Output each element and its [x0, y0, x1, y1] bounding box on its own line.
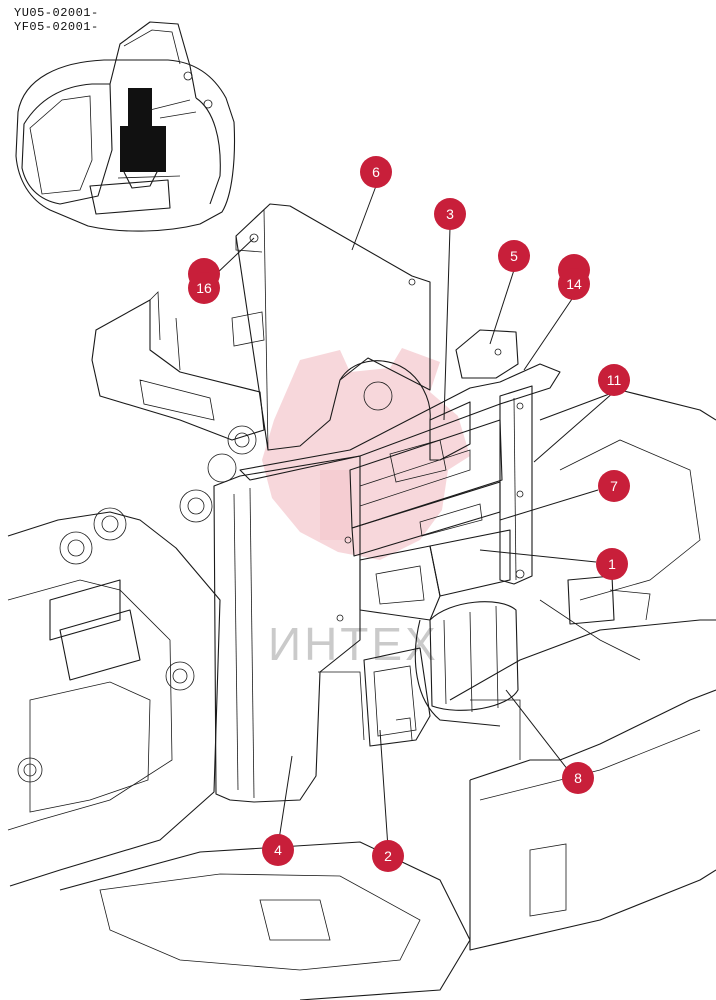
svg-text:6: 6 [372, 164, 380, 180]
main-frame-drawing [7, 291, 716, 1000]
callout-2: 2 [372, 840, 404, 872]
svg-text:5: 5 [510, 248, 518, 264]
callout-14: 14 [558, 254, 590, 300]
svg-text:1: 1 [608, 556, 616, 572]
svg-text:14: 14 [566, 276, 582, 292]
callout-7: 7 [598, 470, 630, 502]
callout-3: 3 [434, 198, 466, 230]
cab-inset-drawing [15, 21, 236, 232]
svg-text:11: 11 [607, 372, 622, 388]
leader-lines [213, 185, 615, 849]
svg-text:3: 3 [446, 206, 454, 222]
callout-4: 4 [262, 834, 294, 866]
watermark-text: ИНТЕХ [268, 618, 439, 670]
serial-number-2: YF05-02001- [14, 20, 99, 34]
callout-6: 6 [360, 156, 392, 188]
duct-assembly-drawing [213, 203, 561, 803]
svg-text:16: 16 [196, 280, 212, 296]
callout-16: 16 [188, 258, 220, 304]
callout-8: 8 [562, 762, 594, 794]
serial-number-1: YU05-02001- [14, 6, 99, 20]
svg-text:4: 4 [274, 842, 282, 858]
svg-text:8: 8 [574, 770, 582, 786]
callout-11: 11 [598, 364, 630, 396]
callout-5: 5 [498, 240, 530, 272]
callout-1: 1 [596, 548, 628, 580]
svg-text:2: 2 [384, 848, 392, 864]
svg-text:7: 7 [610, 478, 618, 494]
